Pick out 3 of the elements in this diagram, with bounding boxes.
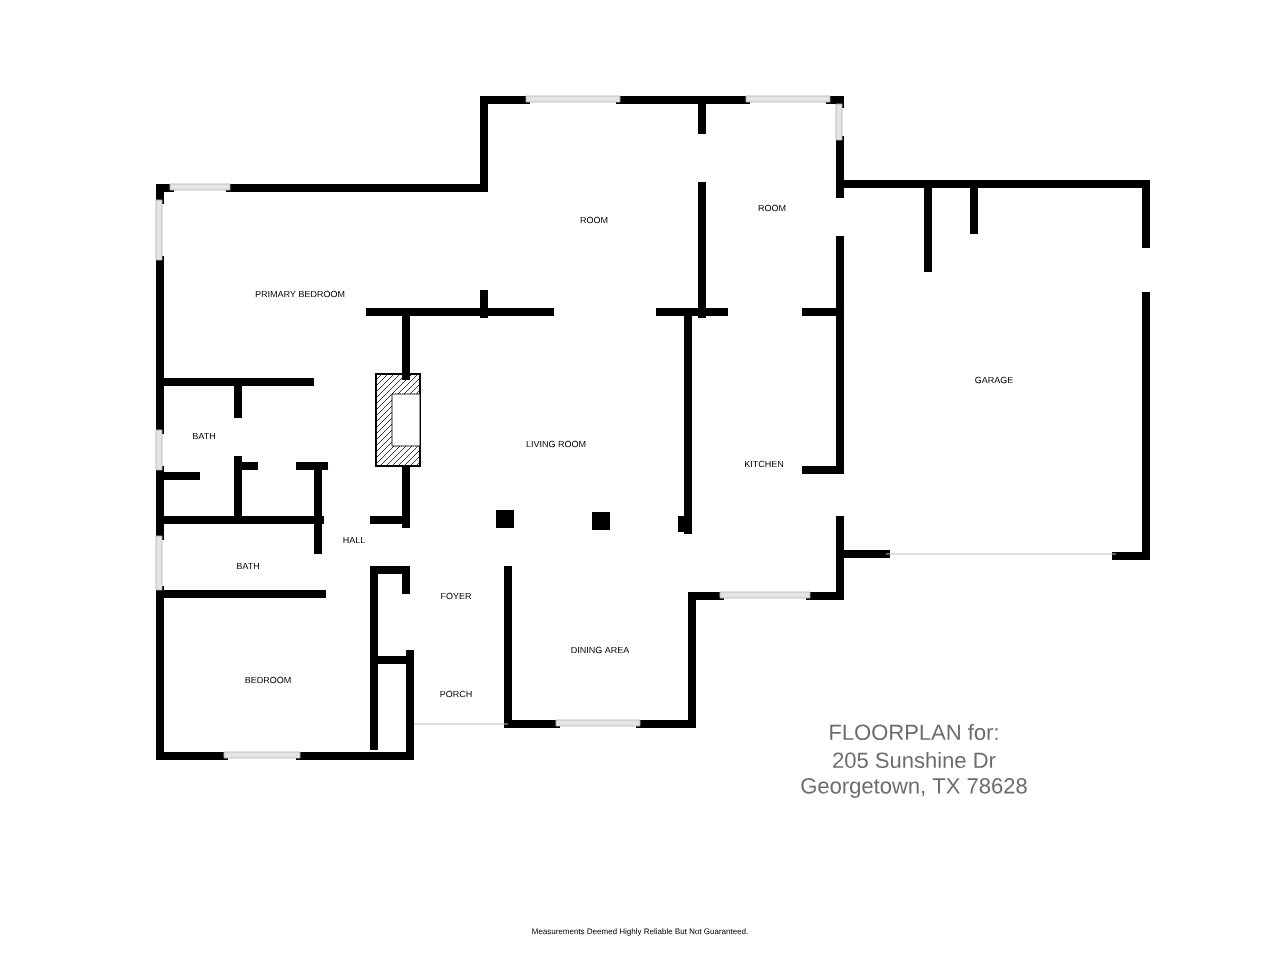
address-text: Georgetown, TX 78628 <box>801 778 1027 798</box>
address-text: 205 Sunshine Dr <box>833 751 996 769</box>
address-text: FLOORPLAN for: <box>830 723 998 741</box>
